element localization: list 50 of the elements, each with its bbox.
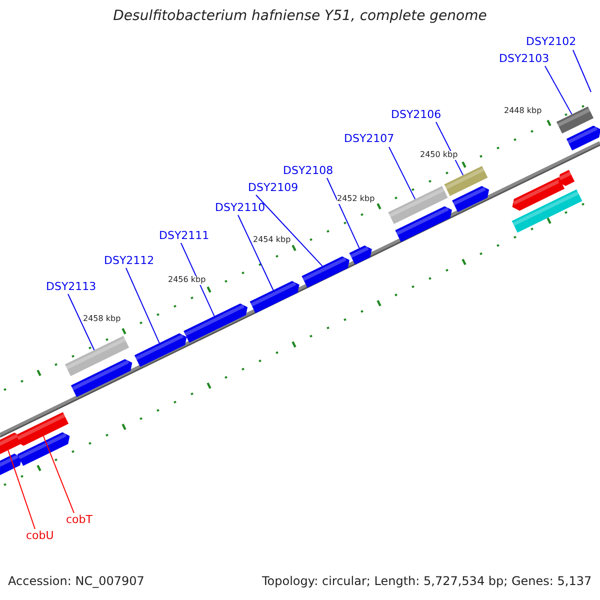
- leader-line: [180, 242, 215, 317]
- leader-line: [42, 436, 74, 514]
- gene-label: DSY2108: [283, 165, 334, 178]
- coordinate-label: 2448 kbp: [504, 107, 542, 116]
- gene-block-pointed: [452, 186, 490, 212]
- gene-label: cobT: [66, 514, 92, 526]
- gene-block-pointed: [302, 256, 350, 288]
- coordinate-label: 2456 kbp: [168, 276, 206, 285]
- leader-line: [572, 50, 592, 92]
- leader-line: [388, 146, 416, 200]
- coordinate-label: 2452 kbp: [337, 195, 375, 204]
- title: Desulfitobacterium hafniense Y51, complete genome: [112, 9, 488, 24]
- genome-stats-text: Topology: circular; Length: 5,727,534 bp; Genes: 5,137: [262, 575, 592, 588]
- accession-text: Accession: NC_007907: [8, 575, 144, 588]
- gene-block-pointed: [134, 333, 187, 367]
- gene-block: [444, 166, 488, 196]
- gene-block: [512, 189, 582, 233]
- gene-label: cobU: [26, 530, 54, 542]
- coordinate-label: 2458 kbp: [83, 315, 121, 324]
- gene-block-pointed: [16, 412, 69, 446]
- coordinate-label: 2450 kbp: [420, 151, 458, 160]
- leader-line: [8, 450, 36, 530]
- gene-label: DSY2113: [46, 281, 96, 294]
- gene-block: [64, 336, 130, 376]
- gene-label: DSY2112: [104, 255, 154, 268]
- gene-block-pointed: [558, 170, 575, 186]
- gene-block: [388, 186, 448, 224]
- gene-block: [556, 106, 594, 134]
- gene-label: DSY2107: [344, 133, 394, 146]
- gene-block-pointed: [184, 303, 248, 343]
- gene-label: DSY2109: [248, 182, 298, 194]
- gene-label: DSY2102: [526, 36, 576, 48]
- gene-block-pointed: [250, 280, 300, 314]
- leader-line: [238, 214, 274, 291]
- leader-line: [256, 194, 323, 267]
- leader-line: [68, 294, 95, 351]
- gene-block-pointed: [17, 432, 70, 466]
- gene-label: DSY2106: [391, 109, 442, 122]
- gene-label: DSY2110: [215, 202, 266, 214]
- gene-block-pointed: [566, 126, 600, 151]
- leader-line: [126, 268, 160, 344]
- leader-line: [544, 66, 572, 115]
- leader-line: [326, 178, 360, 249]
- gene-block-pointed: [349, 246, 372, 265]
- gene-block-pointed: [70, 359, 132, 398]
- gene-block-pointed: [395, 206, 452, 242]
- coordinate-label: 2454 kbp: [253, 236, 291, 245]
- gene-label: DSY2111: [159, 230, 210, 242]
- gene-block-pointed: [512, 177, 565, 211]
- gene-label: DSY2103: [499, 53, 550, 66]
